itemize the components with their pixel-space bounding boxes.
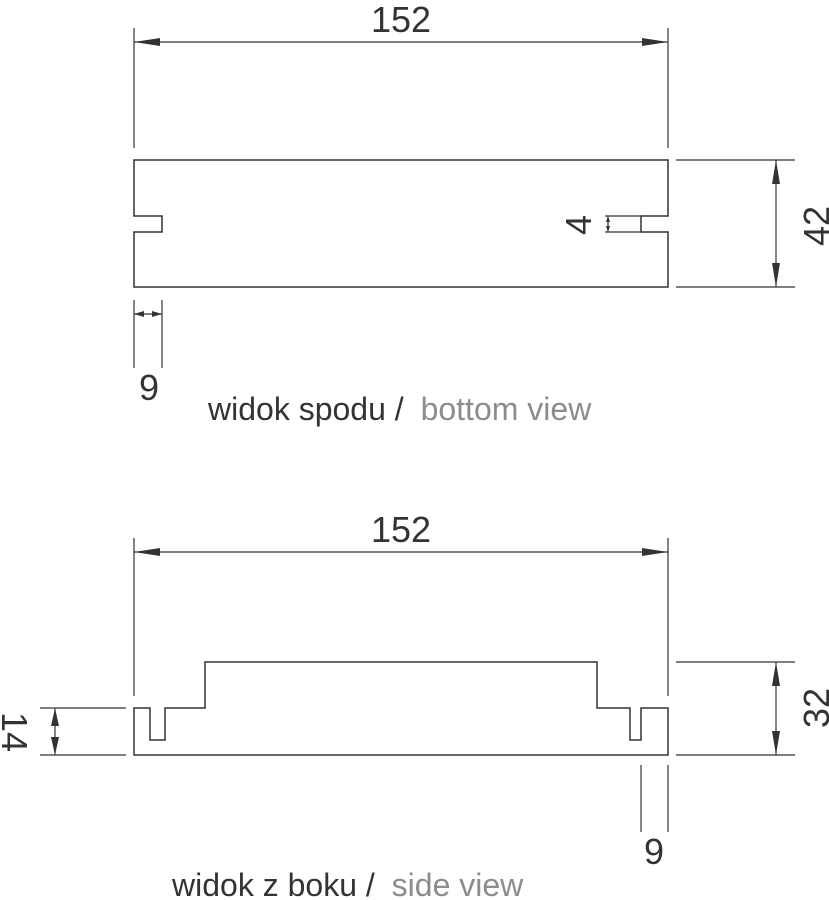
bottom-slot-label: 4 xyxy=(558,215,599,235)
side-width-dimension: 152 xyxy=(133,509,669,696)
bottom-width-label: 152 xyxy=(371,0,431,40)
side-view-caption-pl: widok z boku / xyxy=(171,867,375,900)
bottom-view: 152 42 4 9 xyxy=(133,0,829,427)
bottom-height-label: 42 xyxy=(796,206,829,246)
bottom-view-outline xyxy=(133,159,669,288)
side-view-outline xyxy=(133,661,669,756)
bottom-height-dimension: 42 xyxy=(676,159,829,288)
side-view-caption-en: side view xyxy=(392,867,525,900)
side-offset-label: 9 xyxy=(644,831,664,872)
side-step-dimension: 14 xyxy=(0,707,126,756)
bottom-view-caption-en: bottom view xyxy=(421,391,593,427)
side-width-label: 152 xyxy=(371,509,431,550)
side-offset-dimension: 9 xyxy=(640,765,669,872)
bottom-offset-label: 9 xyxy=(139,367,159,408)
side-height-label: 32 xyxy=(796,688,829,728)
side-height-dimension: 32 xyxy=(676,661,829,756)
bottom-slot-dimension: 4 xyxy=(558,215,641,235)
bottom-width-dimension: 152 xyxy=(133,0,669,148)
side-view: 152 32 14 9 widok z boku / xyxy=(0,509,829,900)
side-view-caption: widok z boku / side view xyxy=(171,867,524,900)
bottom-view-caption: widok spodu / bottom view xyxy=(207,391,592,427)
bottom-offset-dimension: 9 xyxy=(133,300,163,408)
side-step-label: 14 xyxy=(0,712,35,752)
bottom-view-caption-pl: widok spodu / xyxy=(207,391,404,427)
